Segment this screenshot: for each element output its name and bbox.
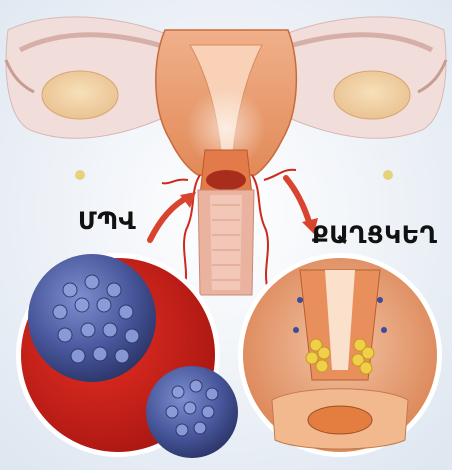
cervix-inset	[238, 253, 442, 457]
hpv-label: ՄՊՎ	[78, 209, 136, 233]
cancer-label: ՔԱՂՑԿԵՂ	[312, 223, 437, 247]
vaginal-canal	[198, 190, 254, 295]
virus-particle-large	[28, 254, 156, 382]
